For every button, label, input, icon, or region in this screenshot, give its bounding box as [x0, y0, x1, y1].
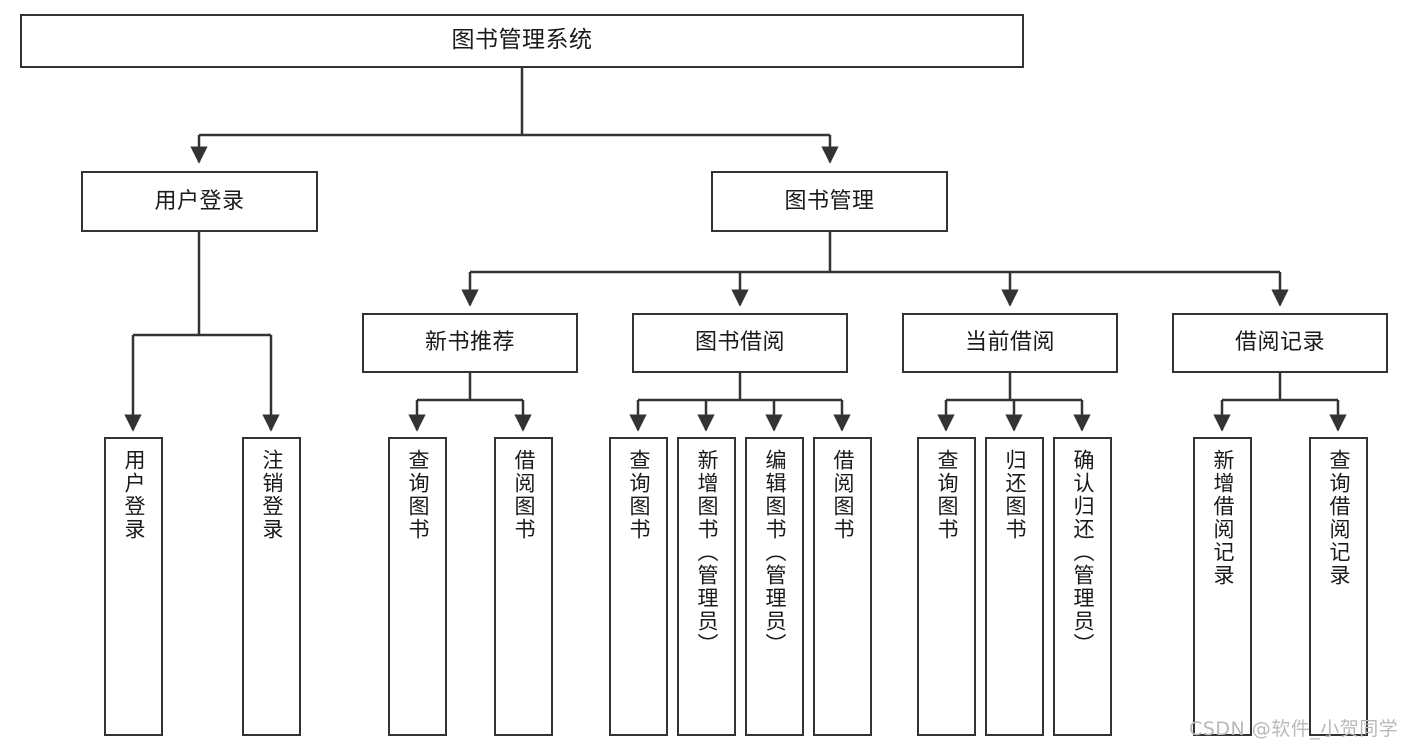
node-new-book-recommend[interactable]: 新书推荐 — [362, 313, 578, 373]
leaf-record-add-record[interactable]: 新增借阅记录 — [1193, 437, 1252, 736]
node-book-management[interactable]: 图书管理 — [711, 171, 948, 232]
node-label: 图书管理 — [784, 188, 875, 214]
node-user-login[interactable]: 用户登录 — [81, 171, 318, 232]
leaf-current-confirm-return-admin[interactable]: 确认归还（管理员） — [1053, 437, 1112, 736]
leaf-borrow-borrow-book[interactable]: 借阅图书 — [813, 437, 872, 736]
node-label: 确认归还（管理员） — [1071, 449, 1095, 656]
node-root-system[interactable]: 图书管理系统 — [20, 14, 1024, 68]
leaf-current-return-book[interactable]: 归还图书 — [985, 437, 1044, 736]
node-label: 用户登录 — [122, 449, 146, 541]
node-label: 用户登录 — [154, 188, 245, 214]
node-current-borrow[interactable]: 当前借阅 — [902, 313, 1118, 373]
leaf-user-logout[interactable]: 注销登录 — [242, 437, 301, 736]
leaf-user-login[interactable]: 用户登录 — [104, 437, 163, 736]
node-label: 查询图书 — [627, 449, 651, 541]
watermark-text: CSDN @软件_小贺同学 — [1189, 718, 1399, 740]
leaf-borrow-edit-book-admin[interactable]: 编辑图书（管理员） — [745, 437, 804, 736]
node-label: 查询图书 — [406, 449, 430, 541]
leaf-borrow-search-book[interactable]: 查询图书 — [609, 437, 668, 736]
leaf-recommend-search-book[interactable]: 查询图书 — [388, 437, 447, 736]
node-label: 归还图书 — [1003, 449, 1027, 541]
node-label: 借阅图书 — [831, 449, 855, 541]
node-label: 编辑图书（管理员） — [763, 449, 787, 656]
node-label: 查询借阅记录 — [1327, 449, 1351, 587]
node-label: 图书借阅 — [694, 330, 785, 356]
leaf-record-search-record[interactable]: 查询借阅记录 — [1309, 437, 1368, 736]
node-label: 借阅记录 — [1234, 330, 1325, 356]
node-label: 当前借阅 — [964, 330, 1055, 356]
node-label: 图书管理系统 — [451, 27, 593, 54]
node-borrow-record[interactable]: 借阅记录 — [1172, 313, 1388, 373]
leaf-recommend-borrow-book[interactable]: 借阅图书 — [494, 437, 553, 736]
node-label: 新书推荐 — [424, 330, 515, 356]
leaf-current-search-book[interactable]: 查询图书 — [917, 437, 976, 736]
node-book-borrow[interactable]: 图书借阅 — [632, 313, 848, 373]
leaf-borrow-add-book-admin[interactable]: 新增图书（管理员） — [677, 437, 736, 736]
node-label: 借阅图书 — [512, 449, 536, 541]
node-label: 注销登录 — [260, 449, 284, 541]
node-label: 新增图书（管理员） — [695, 449, 719, 656]
node-label: 查询图书 — [935, 449, 959, 541]
node-label: 新增借阅记录 — [1211, 449, 1235, 587]
